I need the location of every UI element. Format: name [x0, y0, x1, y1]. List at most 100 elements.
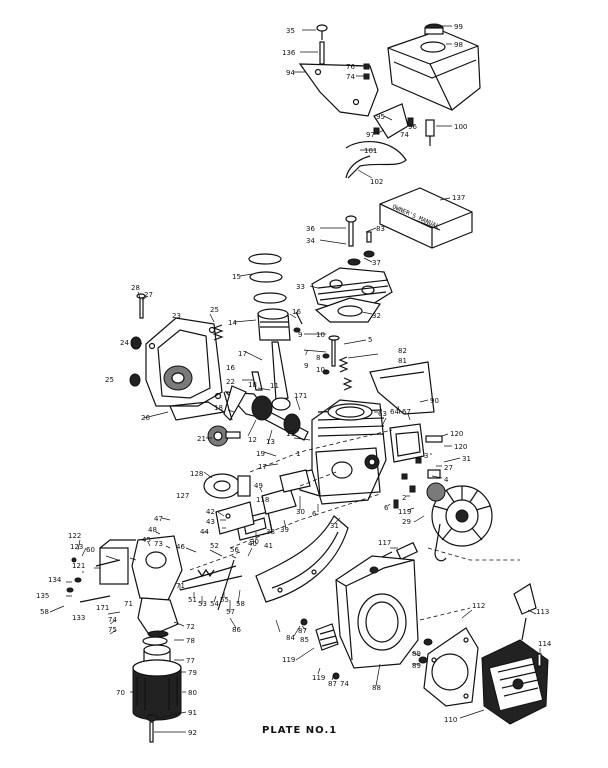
callout-21: 21 — [197, 435, 206, 443]
callout-15: 15 — [232, 273, 241, 281]
callout-136: 136 — [282, 49, 296, 57]
callout-127: 127 — [176, 492, 189, 500]
callout-94: 94 — [286, 69, 295, 77]
callout-9b: 9 — [304, 362, 308, 370]
callout-114: 114 — [538, 640, 552, 648]
callout-51: 51 — [188, 596, 197, 604]
callout-84: 84 — [286, 634, 295, 642]
callout-74c: 74 — [108, 616, 117, 624]
callout-35: 35 — [286, 27, 295, 35]
callout-88: 88 — [372, 684, 381, 692]
callout-89a: 89 — [412, 650, 421, 658]
callout-6a: 6 — [312, 510, 317, 518]
callout-16: 16 — [292, 308, 301, 316]
callout-137: 137 — [452, 194, 465, 202]
callout-121: 121 — [72, 562, 85, 570]
callout-80: 80 — [188, 689, 197, 697]
cylinder-head-assembly — [248, 215, 393, 323]
callout-3: 3 — [424, 452, 428, 460]
callout-92: 92 — [188, 729, 197, 737]
callout-31: 31 — [330, 522, 339, 530]
callout-46: 46 — [176, 543, 185, 551]
callout-74a: 74 — [346, 73, 355, 81]
callout-23: 23 — [172, 312, 181, 320]
callout-6b: 6 — [384, 504, 389, 512]
cylinder-block — [299, 335, 387, 505]
callout-122: 122 — [68, 532, 81, 540]
callout-72: 72 — [186, 623, 195, 631]
callout-110: 110 — [444, 716, 457, 724]
leader-lines — [49, 25, 541, 733]
callout-1: 1 — [296, 450, 300, 458]
callout-49: 49 — [254, 482, 263, 490]
callout-133: 133 — [72, 614, 85, 622]
callout-102: 102 — [370, 178, 383, 186]
callout-44: 44 — [200, 528, 209, 536]
callout-71a: 71 — [124, 600, 133, 608]
callout-18a: 18 — [248, 381, 257, 389]
callout-48: 48 — [148, 526, 157, 534]
callout-13: 13 — [266, 438, 275, 446]
callout-2: 2 — [402, 494, 406, 502]
callout-24: 24 — [120, 339, 129, 347]
callout-47: 47 — [154, 515, 163, 523]
callout-78: 78 — [186, 637, 195, 645]
callout-60: 60 — [86, 546, 95, 554]
callout-9a: 9 — [298, 331, 302, 339]
callout-120a: 120 — [450, 430, 463, 438]
callout-17b: 17 — [258, 463, 267, 471]
callout-28: 28 — [131, 284, 140, 292]
callout-81: 81 — [398, 357, 407, 365]
callout-79: 79 — [188, 669, 197, 677]
callout-5: 5 — [368, 336, 372, 344]
callout-71b: 71 — [176, 582, 185, 590]
callout-7: 7 — [304, 349, 308, 357]
callout-82: 82 — [398, 347, 407, 355]
callout-100: 100 — [454, 123, 467, 131]
callout-58: 58 — [40, 608, 49, 616]
callout-56: 56 — [230, 546, 239, 554]
callout-25b: 25 — [210, 306, 219, 314]
callout-4: 4 — [444, 476, 449, 484]
fuel-tank-assembly — [298, 23, 481, 179]
callout-27: 27 — [144, 291, 153, 299]
callout-96: 96 — [408, 123, 417, 131]
callout-119b: 119 — [282, 656, 295, 664]
callout-171: 171 — [294, 392, 307, 400]
callout-128: 128 — [190, 470, 203, 478]
callout-73: 73 — [154, 540, 163, 548]
callout-39: 39 — [280, 526, 289, 534]
crankshaft — [207, 385, 309, 447]
callout-57: 57 — [226, 608, 235, 616]
callout-113: 113 — [536, 608, 549, 616]
callout-11a: 11 — [270, 382, 279, 390]
callout-42: 42 — [206, 508, 215, 516]
callout-29: 29 — [402, 518, 411, 526]
callout-90: 90 — [430, 397, 439, 405]
callout-34: 34 — [306, 237, 315, 245]
callout-33: 33 — [296, 283, 305, 291]
callout-87: 87 — [298, 627, 307, 635]
callout-76: 76 — [346, 63, 355, 71]
crankcase-cover — [129, 293, 226, 421]
callout-112: 112 — [472, 602, 485, 610]
callout-43: 43 — [206, 518, 215, 526]
callout-18b: 18 — [214, 404, 223, 412]
callout-77: 77 — [186, 657, 195, 665]
callout-97: 97 — [366, 131, 375, 139]
callout-117: 117 — [378, 539, 391, 547]
callout-75: 75 — [108, 626, 117, 634]
callout-120b: 120 — [454, 443, 467, 451]
callout-30b: 30 — [296, 508, 305, 516]
callout-74d: 74 — [340, 680, 349, 688]
callout-54: 54 — [210, 600, 219, 608]
callout-10b: 10 — [316, 366, 325, 374]
callout-52: 52 — [210, 542, 219, 550]
callout-134: 134 — [48, 576, 62, 584]
callout-11b: 11 — [286, 430, 295, 438]
callout-22: 22 — [226, 378, 235, 386]
callout-37: 37 — [372, 259, 381, 267]
callout-numbers: 35 136 94 99 98 76 74 95 97 74 96 100 10… — [36, 23, 552, 737]
flywheel-and-magneto — [369, 361, 493, 562]
